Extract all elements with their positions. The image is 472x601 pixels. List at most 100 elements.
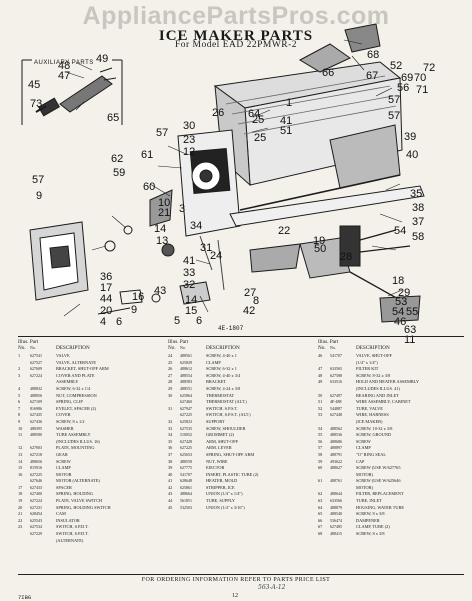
part-description: GEAR <box>56 451 68 457</box>
illus-number: 61 <box>318 478 323 484</box>
part-number: 541707 <box>330 353 342 358</box>
part-number: 488551 <box>180 385 192 391</box>
callout: 38 <box>412 202 424 214</box>
part-number: 488832 <box>30 385 42 391</box>
no-header: No. <box>18 345 26 351</box>
callout: 52 <box>390 60 402 72</box>
part-number: 627224 <box>30 498 42 504</box>
illus-number: 12 <box>18 445 23 451</box>
table-bottom-rule <box>18 574 464 575</box>
part-number: 627225 <box>30 471 42 477</box>
callout: 8 <box>253 295 259 307</box>
illus-number: 60 <box>318 465 323 471</box>
part-description: MOTOR <box>56 471 72 477</box>
callout: 9 <box>131 304 137 316</box>
callout-numbers: 68 49 66 67 72 48 47 45 52 69 56 70 57 7… <box>28 49 435 346</box>
part-description: CLAMP, TUBE (2) <box>356 524 390 530</box>
callout: 50 <box>314 243 326 255</box>
part-number: 627428 <box>180 438 192 444</box>
callout: 21 <box>158 207 170 219</box>
part-description: SCREW, 6-32 x 1/4 <box>56 385 91 391</box>
callout: 9 <box>36 190 42 202</box>
callout: 13 <box>156 235 168 247</box>
part-description: SCREW, 6-32 x 1 <box>206 366 237 372</box>
callout: 31 <box>200 242 212 254</box>
part-description: SPRING, HOLDING <box>56 491 94 497</box>
callout: 42 <box>243 305 255 317</box>
callout: 68 <box>367 49 379 61</box>
callout: 6 <box>116 316 122 328</box>
auxiliary-parts-box <box>21 59 123 125</box>
callout: 24 <box>210 250 222 262</box>
table-row: (ICE MAKER) <box>318 419 464 426</box>
part-number: 561851 <box>180 498 192 504</box>
part-description: ARM, LEVER <box>206 445 232 451</box>
illus-number <box>168 399 180 406</box>
part-description: MOTOR) <box>356 471 373 477</box>
part-number: 625861 <box>180 484 192 490</box>
illus-number: 16 <box>18 471 23 477</box>
callout: 73 <box>30 98 42 110</box>
part-description: VALVE <box>56 353 70 358</box>
part-description: TUBE, INLET <box>356 498 382 504</box>
callout: 4 <box>100 316 106 328</box>
part-description: SWITCH, S.P.S.T. <box>206 405 238 411</box>
illus-number: 67 <box>318 524 323 530</box>
illus-number: 2 <box>18 366 21 372</box>
part-number: 488583 <box>180 379 192 385</box>
callout: 48 <box>58 60 70 72</box>
part-number: 633566 <box>330 498 342 504</box>
illus-number: 20 <box>18 504 23 510</box>
water-valve-assembly <box>249 225 421 323</box>
part-number: 488656 <box>30 458 42 464</box>
part-number: 627231 <box>30 504 42 510</box>
part-number: 488686 <box>330 438 342 444</box>
part-number: 488897 <box>330 445 342 451</box>
illus-number <box>18 531 30 538</box>
part-number: 628648 <box>180 478 192 484</box>
callout: 32 <box>183 279 195 291</box>
illus-number: 21 <box>18 511 23 517</box>
part-number: 541707 <box>180 471 192 477</box>
column-header: Illus. Part No.No.DESCRIPTION <box>168 339 316 353</box>
part-description: (ALTERNATE) <box>56 537 84 543</box>
callout: 65 <box>107 112 119 124</box>
part-description: ARM, SHUT-OFF <box>206 438 239 444</box>
part-description: SCREW, 8 x 3/8 <box>356 511 385 517</box>
illus-number: 33 <box>168 425 173 431</box>
document-code: 7IBG <box>18 594 32 601</box>
callout: 44 <box>100 293 112 305</box>
illus-number: 3 <box>18 372 21 378</box>
illus-number: 22 <box>18 517 23 523</box>
illus-number: 36 <box>168 445 173 451</box>
illus-number: 5 <box>18 392 21 398</box>
part-description: SCREW, SHOULDER <box>206 425 246 431</box>
part-number: 488644 <box>330 491 342 497</box>
page-number: 12 <box>232 593 238 599</box>
handwritten-note: 563-A-12 <box>258 584 286 591</box>
illus-number <box>318 386 330 393</box>
part-description: UNION (1/4" x 1/4") <box>206 491 243 497</box>
